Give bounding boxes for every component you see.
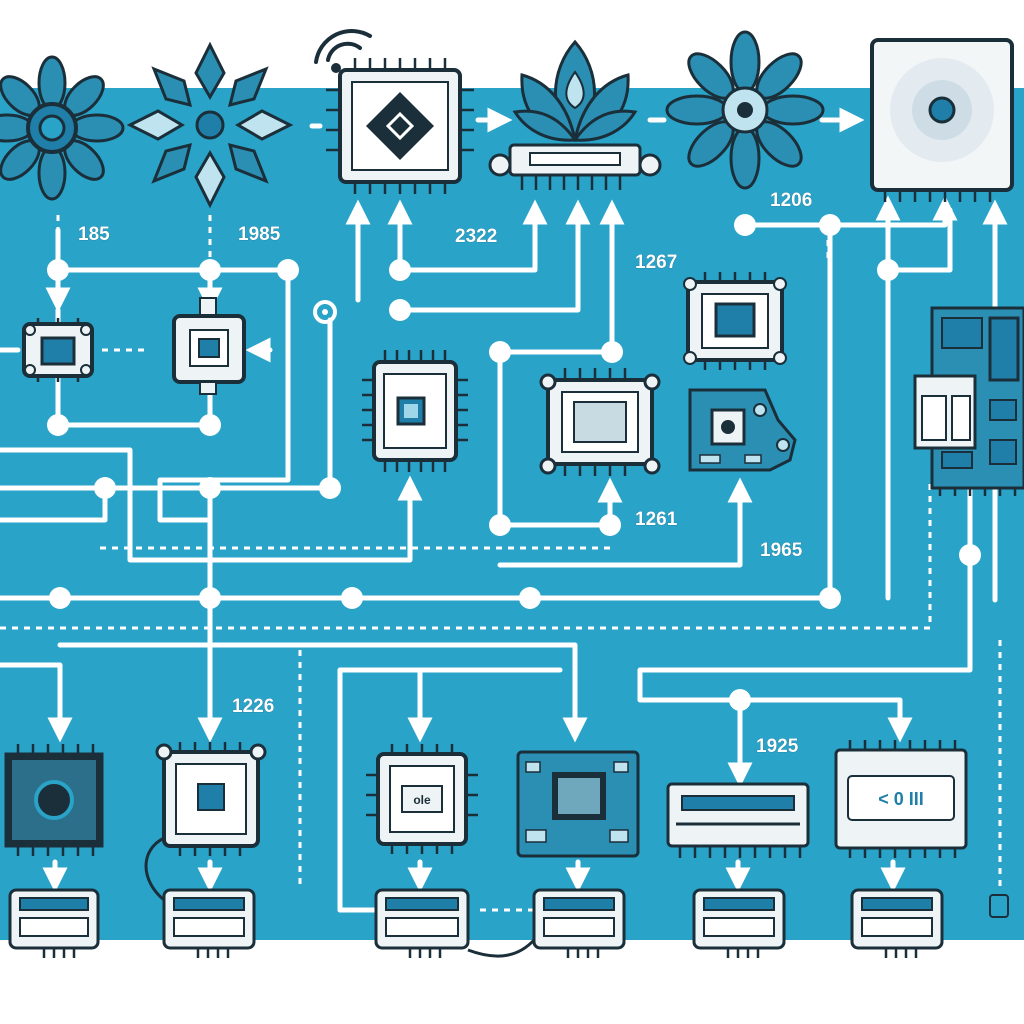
chip-display-text: < 0 III (878, 789, 924, 809)
chip-bottom-6: < 0 III (834, 740, 968, 858)
circuit-module-icon (688, 388, 797, 472)
chip-bottom-2 (144, 742, 267, 902)
small-chip-left (22, 318, 94, 382)
geometric-flower-icon (126, 41, 294, 209)
junction-nodes (47, 214, 981, 711)
circuit-board-icon (913, 306, 1024, 496)
small-chip-right (172, 297, 246, 395)
processor-chip-center (362, 350, 468, 472)
label-1965: 1965 (760, 540, 803, 561)
lotus-flower-icon (0, 55, 125, 201)
connector-plug-icon (8, 888, 1009, 958)
chip-bottom-4 (516, 750, 640, 858)
leaf-droplet-icon (488, 39, 662, 190)
sensor-chip-icon (870, 38, 1014, 202)
wifi-signal-icon (314, 28, 372, 73)
label-1925: 1925 (756, 736, 799, 757)
diamond-chip-icon (326, 58, 474, 194)
chip-bottom-3: ole (366, 744, 478, 854)
chip-label-text: ole (413, 793, 431, 807)
processor-chip-large (539, 368, 661, 476)
label-1206: 1206 (770, 190, 812, 211)
label-2322: 2322 (455, 226, 497, 247)
label-185: 185 (78, 224, 110, 245)
label-1267: 1267 (635, 252, 677, 273)
chip-bottom-5 (666, 782, 810, 858)
chip-bottom-1 (4, 744, 104, 856)
processor-chip-upper-right (683, 272, 787, 370)
label-1985: 1985 (238, 224, 281, 245)
mandala-flower-icon (665, 30, 825, 190)
label-1261: 1261 (635, 509, 678, 530)
label-1226: 1226 (232, 696, 274, 717)
